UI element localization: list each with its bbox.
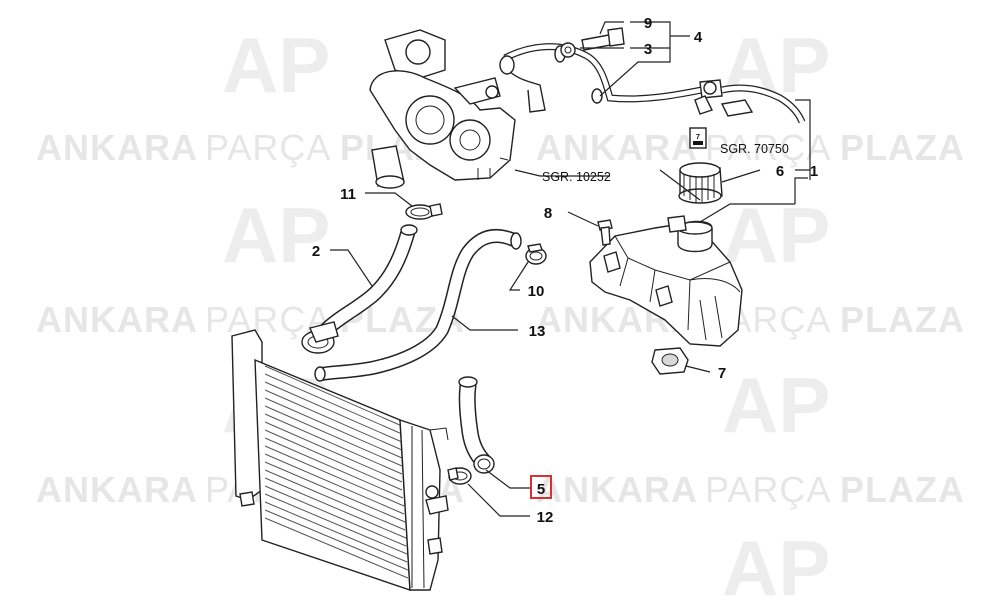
watermark-bold: ANKARA — [36, 469, 198, 510]
watermark-row-1: ANKARA PARÇA PLAZA ANKARA PARÇA PLAZA — [36, 127, 965, 168]
expansion-tank — [589, 215, 743, 347]
cap-warning-tag: 7 — [689, 127, 707, 149]
watermark-logo-text: AP — [722, 524, 830, 600]
part-5-hose — [458, 376, 495, 474]
part-7-mount — [651, 347, 689, 375]
watermark-bold: PLAZA — [840, 299, 965, 340]
watermark-bold: PLAZA — [840, 127, 965, 168]
callout-5: 5 — [537, 481, 545, 498]
leader-lines — [330, 21, 811, 517]
callout-13: 13 — [529, 323, 546, 340]
radiator — [231, 329, 449, 591]
callout-5-highlight — [530, 475, 552, 499]
callout-8: 8 — [544, 205, 552, 222]
callout-9: 9 — [644, 15, 652, 32]
watermark-light: PARÇA — [205, 127, 331, 168]
watermark-row-3: ANKARA PARÇA PLAZA ANKARA PARÇA PLAZA — [36, 469, 965, 510]
watermark-bold: ANKARA — [536, 127, 698, 168]
callout-7: 7 — [718, 365, 726, 382]
radiator-fins — [264, 365, 409, 579]
callout-10: 10 — [528, 283, 545, 300]
callout-12: 12 — [537, 509, 554, 526]
callout-2: 2 — [312, 243, 320, 260]
watermark-logo-text: AP — [222, 191, 330, 279]
watermark-logo-text: AP — [222, 21, 330, 109]
filler-cap — [678, 162, 723, 204]
part-2-hose — [301, 224, 418, 354]
callout-4: 4 — [694, 29, 703, 46]
part-8-bolt — [597, 219, 613, 246]
turbocharger — [369, 29, 516, 189]
watermark-logo-text: AP — [722, 361, 830, 449]
watermark-bold: ANKARA — [536, 469, 698, 510]
watermark-bold: ANKARA — [36, 127, 198, 168]
cap-tag-label: 7 — [696, 134, 700, 141]
callouts: 9 3 4 6 1 8 11 2 10 13 7 5 12 — [312, 15, 818, 526]
part-11-clamp — [405, 203, 443, 220]
watermark-light: PARÇA — [705, 469, 831, 510]
callout-6: 6 — [776, 163, 784, 180]
watermark-bold: PLAZA — [840, 469, 965, 510]
watermark-bold: ANKARA — [36, 299, 198, 340]
part-13-hose — [314, 229, 522, 382]
callout-11: 11 — [340, 186, 356, 203]
part-10-clamp — [525, 243, 547, 265]
references: SGR. 10252 SGR. 70750 — [542, 142, 789, 184]
callout-3: 3 — [644, 41, 652, 58]
part-3-seal — [560, 42, 576, 58]
sgr-tank-ref: SGR. 70750 — [720, 142, 789, 156]
watermark-logo-text: AP — [722, 191, 830, 279]
upper-coolant-pipe — [499, 43, 806, 124]
watermark-row-2: ANKARA PARÇA PLAZA ANKARA PARÇA PLAZA — [36, 299, 965, 340]
part-12-clamp — [447, 467, 472, 485]
part-9-bolt — [581, 27, 625, 51]
sgr-turbo-ref: SGR. 10252 — [542, 170, 611, 184]
callout-1: 1 — [810, 163, 818, 180]
